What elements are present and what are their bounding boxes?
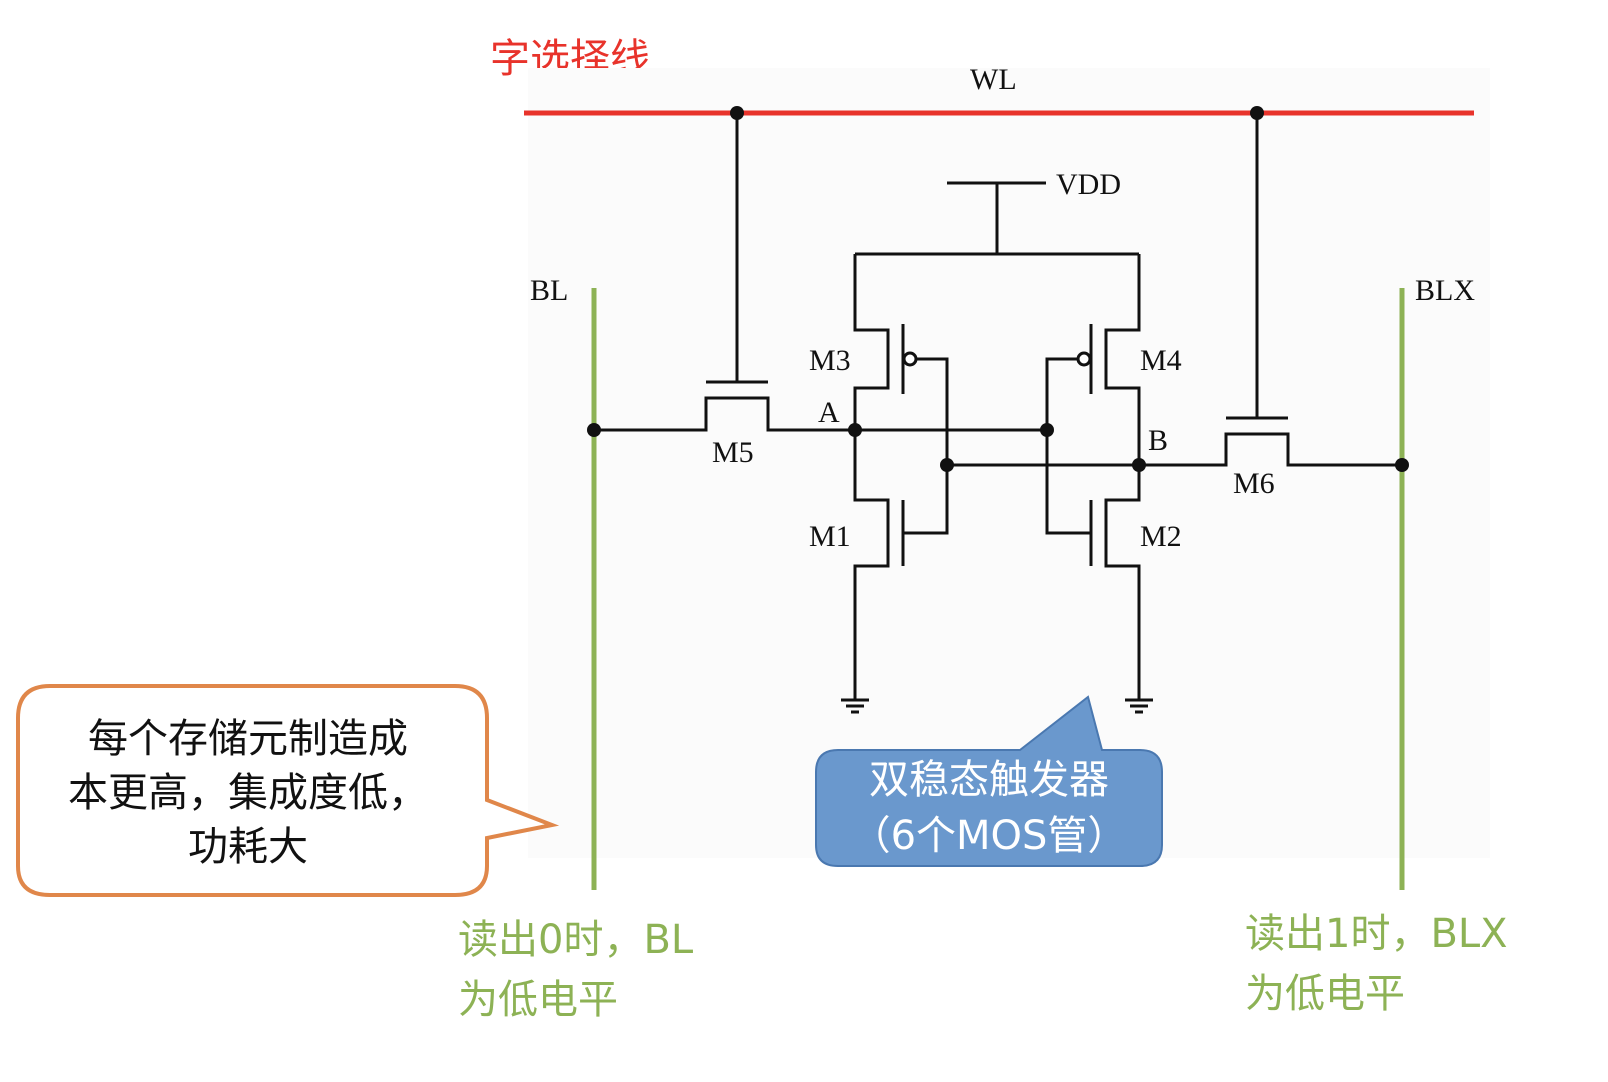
- left-callout-line3: 功耗大: [188, 824, 308, 870]
- m4-gate-wire: [1045, 357, 1078, 430]
- bl-label: BL: [530, 274, 568, 307]
- m1-label: M1: [809, 520, 851, 553]
- read0-note: 读出0时，BL 为低电平: [458, 910, 693, 1030]
- m4-label: M4: [1140, 344, 1182, 377]
- circuit-panel: [528, 68, 1490, 858]
- junction-a: [848, 423, 862, 437]
- junction-b: [1132, 458, 1146, 472]
- m2-body: [1104, 465, 1141, 700]
- node-b-label: B: [1148, 424, 1168, 457]
- vdd-label: VDD: [1056, 168, 1121, 201]
- m1-gate-wire: [903, 465, 949, 535]
- wl-label: WL: [970, 63, 1017, 96]
- m6-body: [1139, 432, 1402, 467]
- m5-label: M5: [712, 436, 754, 469]
- left-callout-line2: 本更高，集成度低，: [68, 770, 428, 816]
- read0-line2: 为低电平: [458, 977, 618, 1023]
- junction-a-cross: [1040, 423, 1054, 437]
- m4-gate-bubble: [1076, 351, 1092, 367]
- left-callout-text: 每个存储元制造成 本更高，集成度低， 功耗大: [28, 712, 468, 874]
- read0-line1: 读出0时，BL: [458, 917, 694, 963]
- blue-callout-text: 双稳态触发器 （6个MOS管）: [816, 752, 1162, 864]
- m5-body: [594, 396, 855, 432]
- m1-body: [853, 430, 890, 700]
- left-callout-shape: [16, 684, 560, 897]
- node-a-label: A: [818, 396, 840, 429]
- blx-label: BLX: [1415, 274, 1475, 307]
- m4-body: [1104, 254, 1141, 465]
- m6-label: M6: [1233, 467, 1275, 500]
- m2-label: M2: [1140, 520, 1182, 553]
- m3-gate-bubble: [902, 351, 918, 367]
- left-callout-line1: 每个存储元制造成: [88, 716, 408, 762]
- m3-label: M3: [809, 344, 851, 377]
- read1-line1: 读出1时，BLX: [1245, 911, 1508, 957]
- blue-callout-shape: [815, 695, 1163, 867]
- blue-callout-line2: （6个MOS管）: [850, 813, 1128, 859]
- junction-blx: [1395, 458, 1409, 472]
- read1-note: 读出1时，BLX 为低电平: [1245, 904, 1508, 1024]
- junction-b-cross: [940, 458, 954, 472]
- blue-callout-line1: 双稳态触发器: [869, 757, 1109, 803]
- read1-line2: 为低电平: [1245, 971, 1405, 1017]
- junction-bl: [587, 423, 601, 437]
- m3-body: [853, 254, 890, 430]
